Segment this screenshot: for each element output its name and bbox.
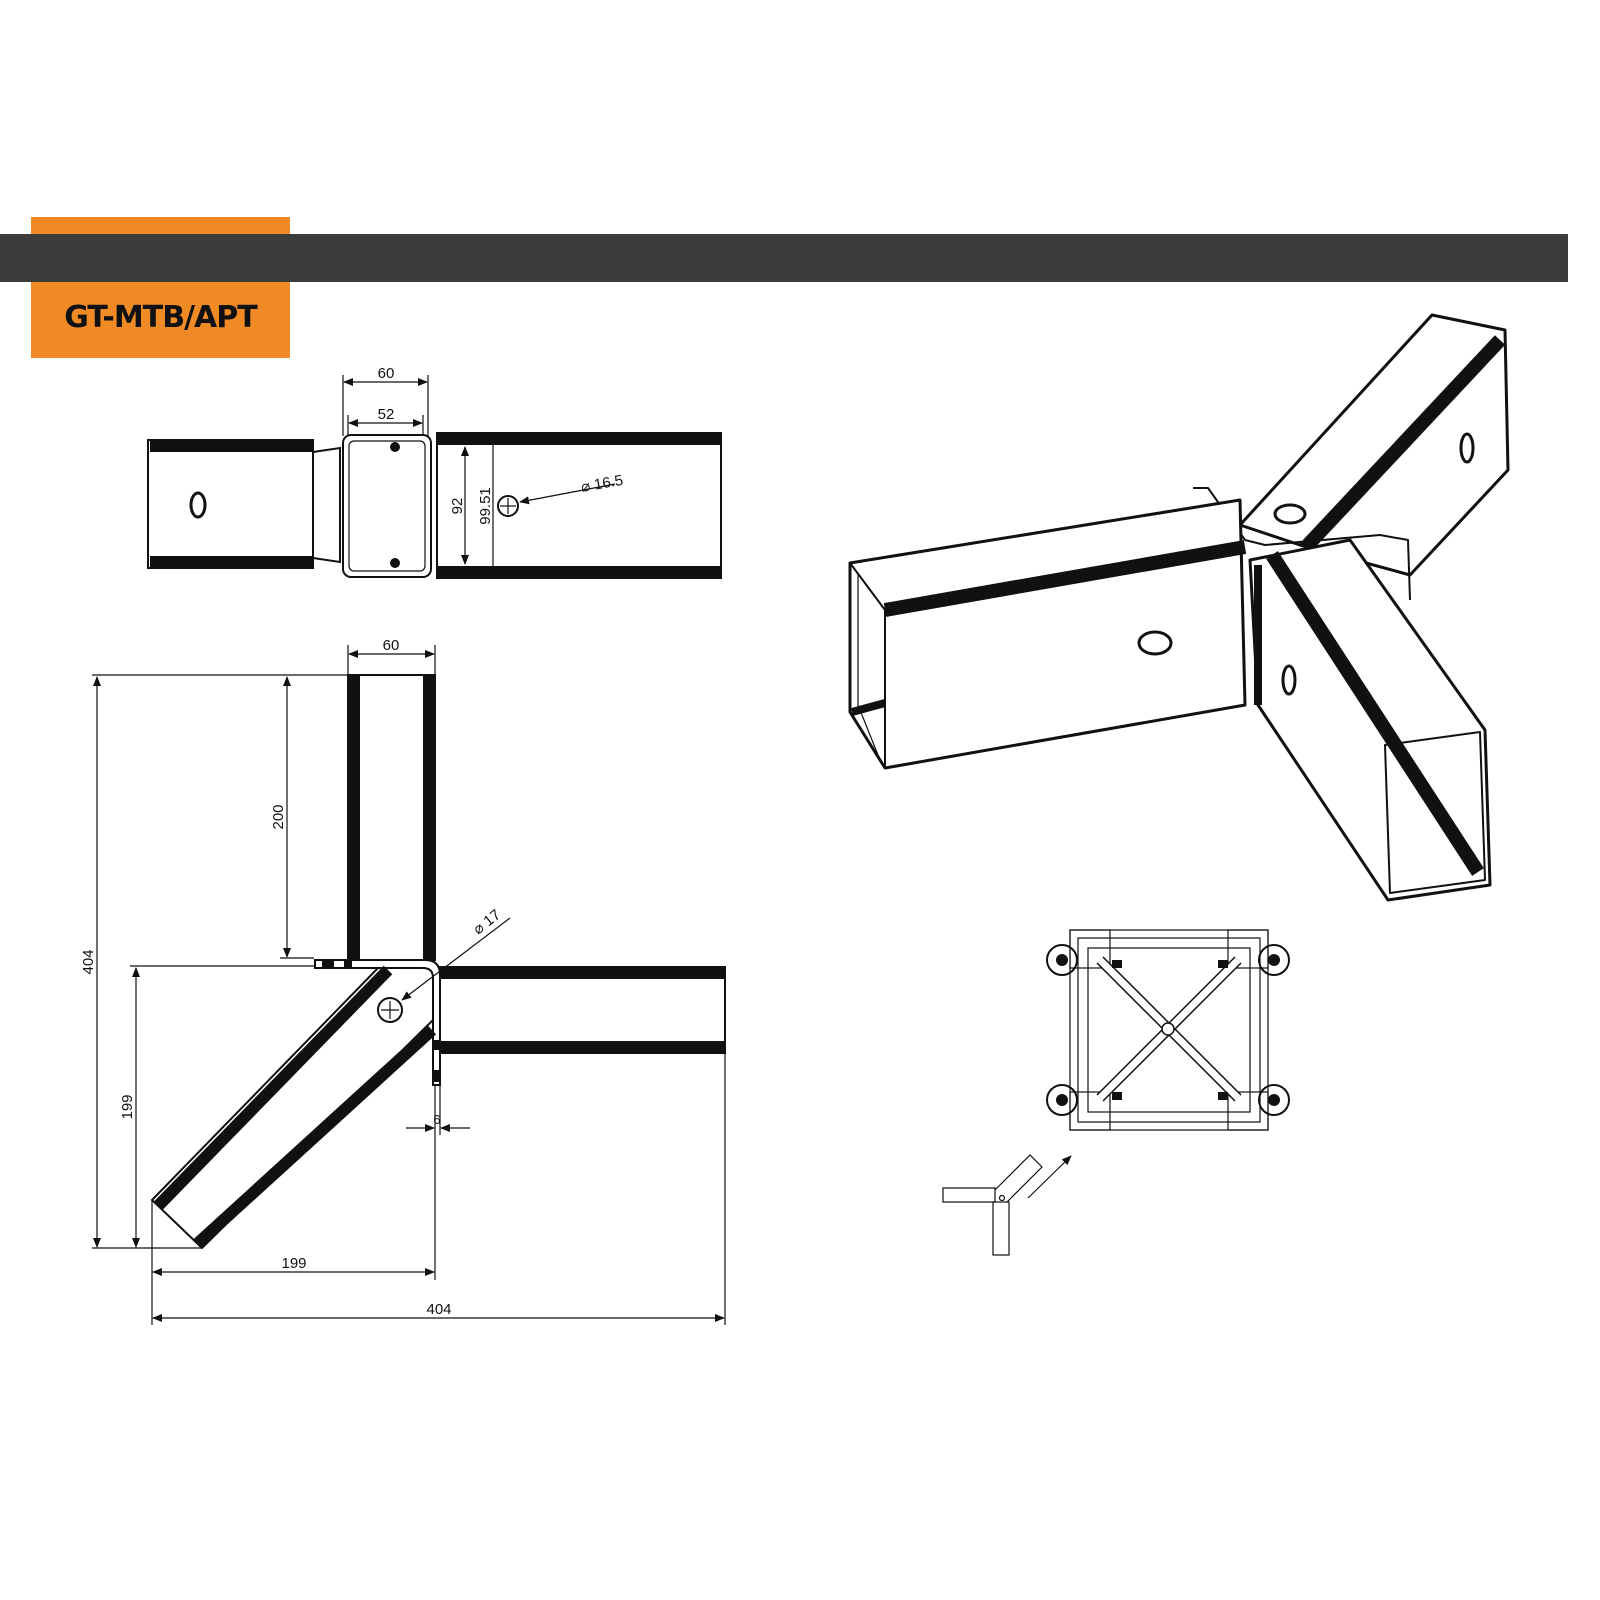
product-code: GT-MTB/APT: [64, 300, 257, 335]
dim-hole-17: ⌀ 17: [470, 906, 504, 938]
dim-6: 6: [433, 1112, 440, 1127]
bolt-hole-icon: [390, 442, 400, 452]
truss-plan-view: [1046, 929, 1290, 1131]
top-view: 60 52 92 99.51 ⌀ 16.5: [147, 365, 722, 579]
dim-200: 200: [270, 804, 287, 829]
dim-60: 60: [378, 365, 395, 382]
dim-199-vertical: 199: [119, 1094, 136, 1119]
dim-404-vertical: 404: [80, 949, 97, 974]
front-view: ⌀ 17 60 200 404 199 199 404 6: [80, 637, 726, 1325]
hole-icon: [1281, 664, 1297, 696]
dim-60-front: 60: [383, 637, 400, 654]
hole-icon: [1137, 630, 1173, 656]
dim-404-horizontal: 404: [426, 1301, 451, 1318]
hole-icon: [1273, 503, 1307, 525]
dim-199-horizontal: 199: [281, 1255, 306, 1272]
isometric-view: [848, 313, 1510, 902]
dim-52: 52: [378, 406, 395, 423]
hole-icon: [1459, 432, 1475, 464]
dim-99-51: 99.51: [477, 487, 494, 525]
bolt-hole-icon: [390, 558, 400, 568]
hole-icon: [189, 491, 207, 519]
dim-hole-16-5: ⌀ 16.5: [580, 472, 625, 496]
orientation-icon: [942, 1154, 1072, 1256]
header-bar: [0, 234, 1568, 282]
dim-92: 92: [449, 498, 466, 515]
